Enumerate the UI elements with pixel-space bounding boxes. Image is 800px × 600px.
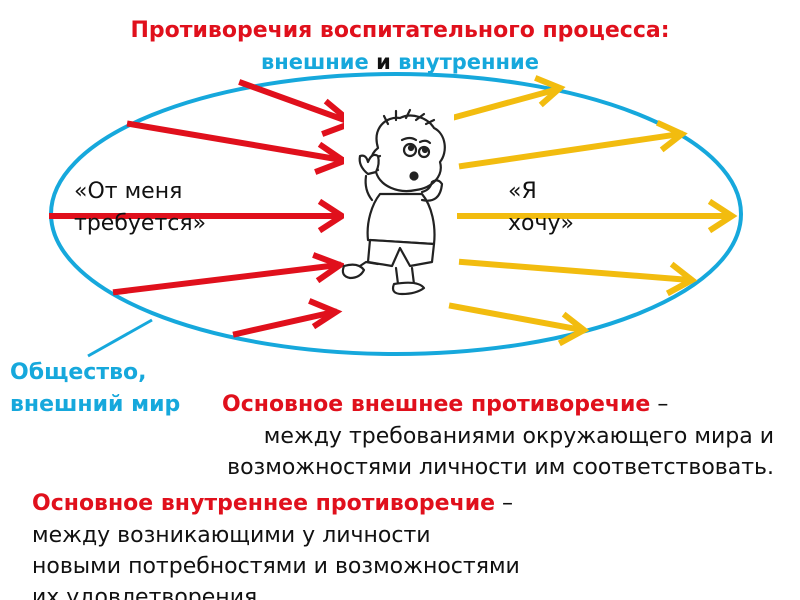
internal-body-line-1: между возникающими у личности: [32, 523, 431, 548]
label-i-want-line-1: «Я: [508, 179, 537, 204]
incoming-arrow-4: [112, 252, 347, 296]
internal-heading-dash: –: [495, 491, 514, 516]
external-contradiction-body: между требованиями окружающего мира и во…: [227, 421, 774, 483]
external-heading-dash: –: [650, 392, 669, 417]
external-body-line-2: возможностями личности им соответствоват…: [227, 455, 774, 480]
outgoing-arrow-4: [458, 258, 698, 297]
label-from-me-line-1: «От меня: [74, 179, 183, 204]
label-i-want-line-2: хочу»: [508, 211, 574, 236]
title-conjunction: и: [368, 50, 399, 74]
society-label: Общество, внешний мир: [10, 357, 180, 421]
incoming-arrow-1: [238, 79, 358, 137]
outgoing-arrows: [448, 75, 738, 347]
outgoing-arrow-2: [458, 120, 688, 170]
title-line-2: внешние и внутренние: [0, 49, 800, 75]
outgoing-arrow-1: [448, 75, 566, 122]
internal-heading-text: Основное внутреннее противоречие: [32, 491, 496, 516]
incoming-arrow-2: [126, 120, 351, 175]
incoming-arrows: [49, 79, 358, 338]
society-pointer-line: [87, 318, 153, 358]
internal-body-line-3: их удовлетворения: [32, 585, 258, 600]
society-label-line-2: внешний мир: [10, 392, 181, 417]
outgoing-arrow-5: [448, 302, 590, 347]
confused-boy-icon: [341, 108, 454, 300]
title-internal-word: внутренние: [398, 50, 540, 74]
external-contradiction-heading: Основное внешнее противоречие –: [222, 389, 668, 421]
external-body-line-1: между требованиями окружающего мира и: [263, 424, 774, 449]
label-from-me: «От меня требуется»: [74, 176, 206, 240]
internal-body-line-2: новыми потребностями и возможностями: [32, 554, 520, 579]
internal-contradiction-heading: Основное внутреннее противоречие –: [32, 488, 513, 520]
label-i-want: «Я хочу»: [508, 176, 574, 240]
external-heading-text: Основное внешнее противоречие: [222, 392, 651, 417]
incoming-arrow-5: [232, 298, 343, 338]
incoming-arrow-3: [49, 198, 348, 234]
internal-contradiction-body: между возникающими у личности новыми пот…: [32, 520, 520, 600]
outgoing-arrow-3: [457, 198, 738, 234]
title-line-1: Противоречия воспитательного процесса:: [130, 18, 670, 43]
title-external-word: внешние: [260, 50, 369, 74]
label-from-me-line-2: требуется»: [74, 211, 207, 236]
society-label-line-1: Общество,: [10, 360, 147, 385]
